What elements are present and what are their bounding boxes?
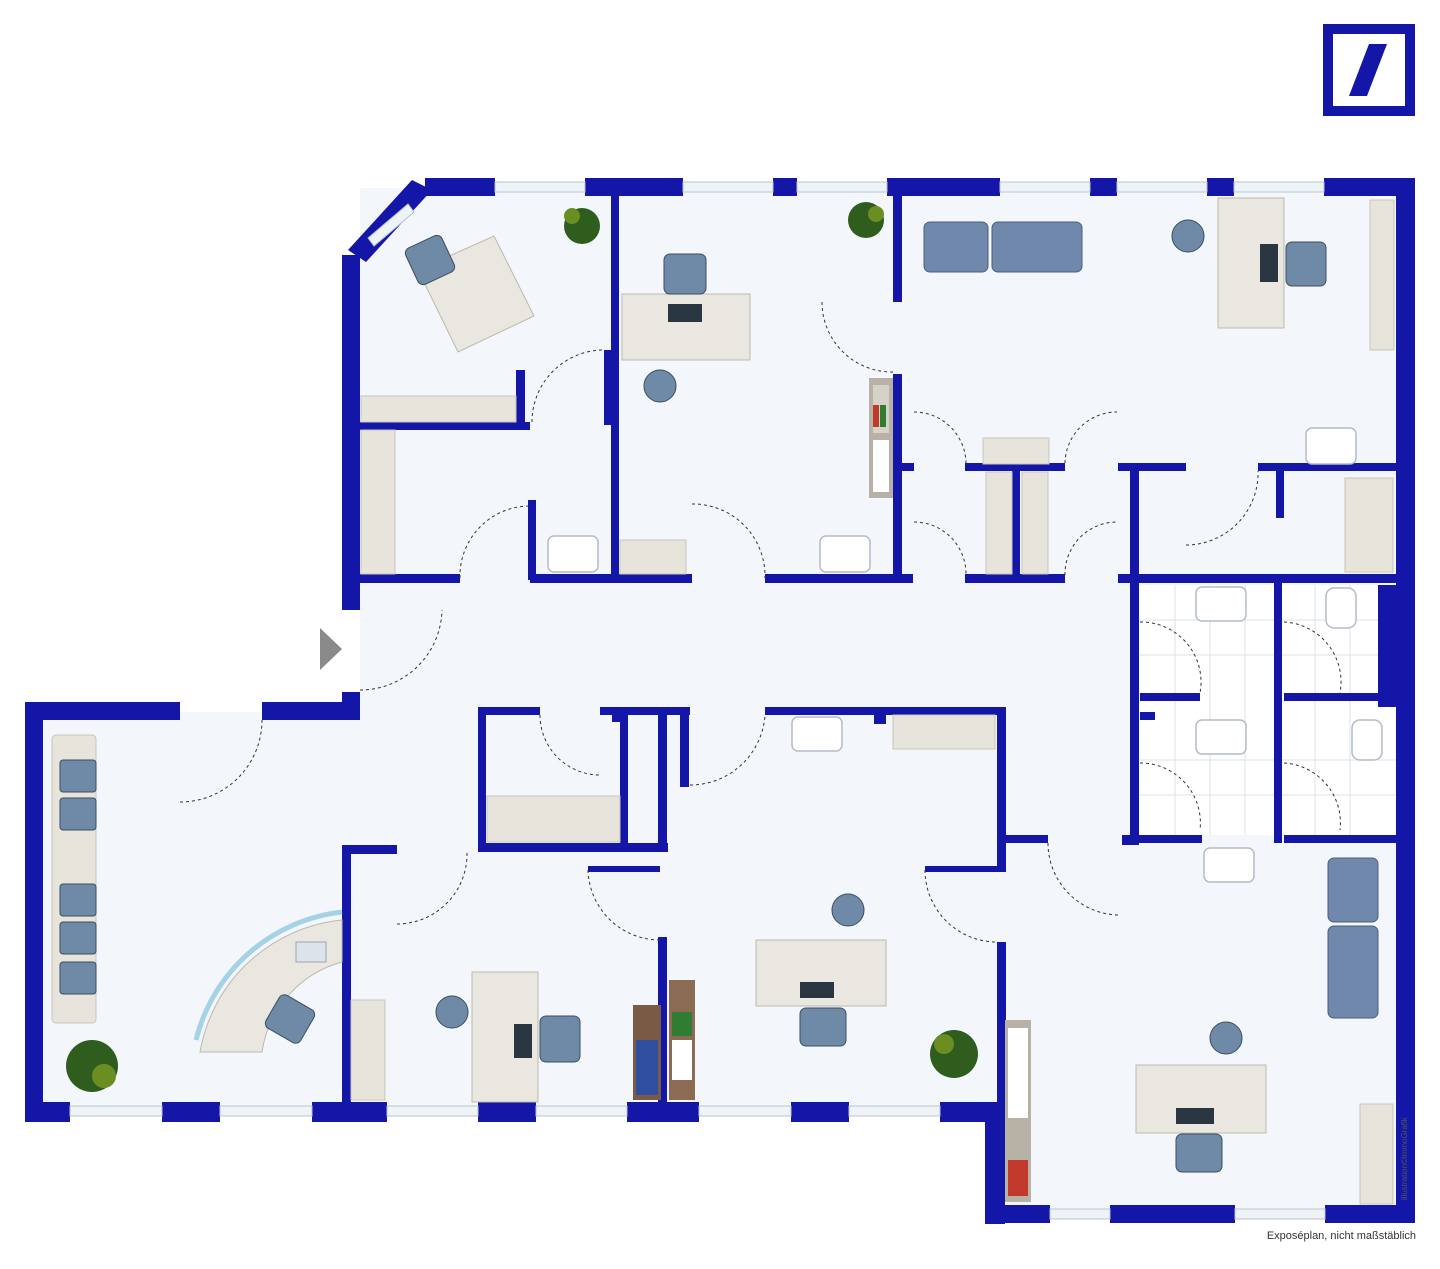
plants <box>66 202 978 1092</box>
shelves <box>633 378 1031 1202</box>
waiting-chairs <box>59 759 97 995</box>
treatment-beds <box>923 221 1379 1019</box>
illustration-credit: illustration©immoGrafik <box>1400 1117 1409 1200</box>
plan-caption: Exposéplan, nicht maßstäblich <box>1266 1230 1416 1242</box>
entrance-arrow-icon <box>320 628 342 670</box>
wash-basins <box>547 427 1383 883</box>
reception-counter <box>193 909 343 1053</box>
windows <box>69 181 1326 1220</box>
walls <box>25 178 1415 1224</box>
door-swings <box>179 301 1342 943</box>
logo-slash <box>1349 44 1387 96</box>
chairs <box>264 219 1327 1173</box>
deutsche-bank-logo <box>1323 24 1415 116</box>
